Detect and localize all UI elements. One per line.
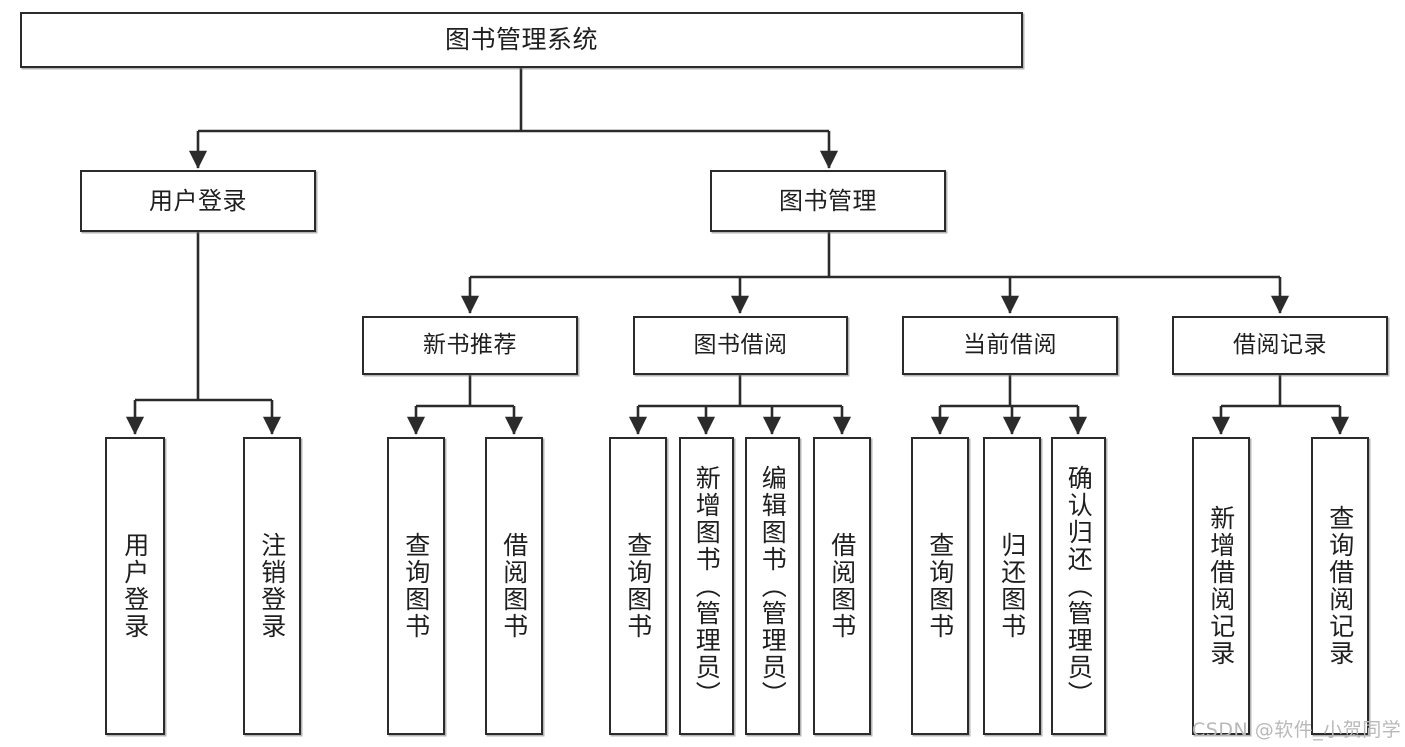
node-leaf-borrow-book-2-label: 借阅图书 <box>827 532 857 640</box>
node-leaf-query-book-1-label: 查询图书 <box>401 532 431 640</box>
node-leaf-query-book-1[interactable]: 查询图书 <box>387 437 445 735</box>
node-leaf-confirm-return-admin-label: 确认归还（管理员） <box>1064 464 1094 708</box>
csdn-watermark: CSDN @软件_小贺同学 <box>1192 719 1402 741</box>
node-leaf-return-book-label: 归还图书 <box>997 532 1027 640</box>
node-book-management-label: 图书管理 <box>779 186 877 215</box>
node-current-borrow-label: 当前借阅 <box>963 331 1057 358</box>
node-user-login[interactable]: 用户登录 <box>80 170 316 232</box>
node-leaf-query-borrow-record[interactable]: 查询借阅记录 <box>1311 437 1369 735</box>
node-leaf-add-book-admin-label: 新增图书（管理员） <box>692 464 722 708</box>
node-book-borrow-label: 图书借阅 <box>693 331 788 358</box>
node-book-borrow[interactable]: 图书借阅 <box>633 316 848 375</box>
node-user-login-label: 用户登录 <box>149 186 247 215</box>
node-leaf-add-borrow-record[interactable]: 新增借阅记录 <box>1192 437 1250 735</box>
node-leaf-query-book-3-label: 查询图书 <box>925 532 955 640</box>
node-leaf-logout-login[interactable]: 注销登录 <box>243 437 301 735</box>
node-leaf-query-borrow-record-label: 查询借阅记录 <box>1325 505 1355 667</box>
node-leaf-add-book-admin[interactable]: 新增图书（管理员） <box>679 437 734 735</box>
node-leaf-confirm-return-admin[interactable]: 确认归还（管理员） <box>1051 437 1106 735</box>
node-root-label: 图书管理系统 <box>444 25 598 54</box>
node-book-management[interactable]: 图书管理 <box>710 170 946 232</box>
node-leaf-logout-login-label: 注销登录 <box>257 532 287 640</box>
node-root[interactable]: 图书管理系统 <box>20 12 1023 68</box>
node-leaf-edit-book-admin-label: 编辑图书（管理员） <box>758 464 788 708</box>
node-borrow-record[interactable]: 借阅记录 <box>1172 316 1388 375</box>
node-leaf-user-login[interactable]: 用户登录 <box>105 437 165 735</box>
node-leaf-query-book-2[interactable]: 查询图书 <box>609 437 667 735</box>
node-leaf-borrow-book-1[interactable]: 借阅图书 <box>485 437 543 735</box>
node-leaf-query-book-2-label: 查询图书 <box>623 532 653 640</box>
node-leaf-add-borrow-record-label: 新增借阅记录 <box>1206 505 1236 667</box>
node-borrow-record-label: 借阅记录 <box>1233 331 1327 358</box>
node-leaf-borrow-book-1-label: 借阅图书 <box>499 532 529 640</box>
node-leaf-return-book[interactable]: 归还图书 <box>983 437 1041 735</box>
node-current-borrow[interactable]: 当前借阅 <box>902 316 1118 375</box>
node-new-book-recommend[interactable]: 新书推荐 <box>362 316 578 375</box>
node-leaf-query-book-3[interactable]: 查询图书 <box>911 437 969 735</box>
node-leaf-borrow-book-2[interactable]: 借阅图书 <box>813 437 871 735</box>
node-new-book-recommend-label: 新书推荐 <box>423 331 517 358</box>
node-leaf-user-login-label: 用户登录 <box>120 532 150 640</box>
node-leaf-edit-book-admin[interactable]: 编辑图书（管理员） <box>745 437 800 735</box>
